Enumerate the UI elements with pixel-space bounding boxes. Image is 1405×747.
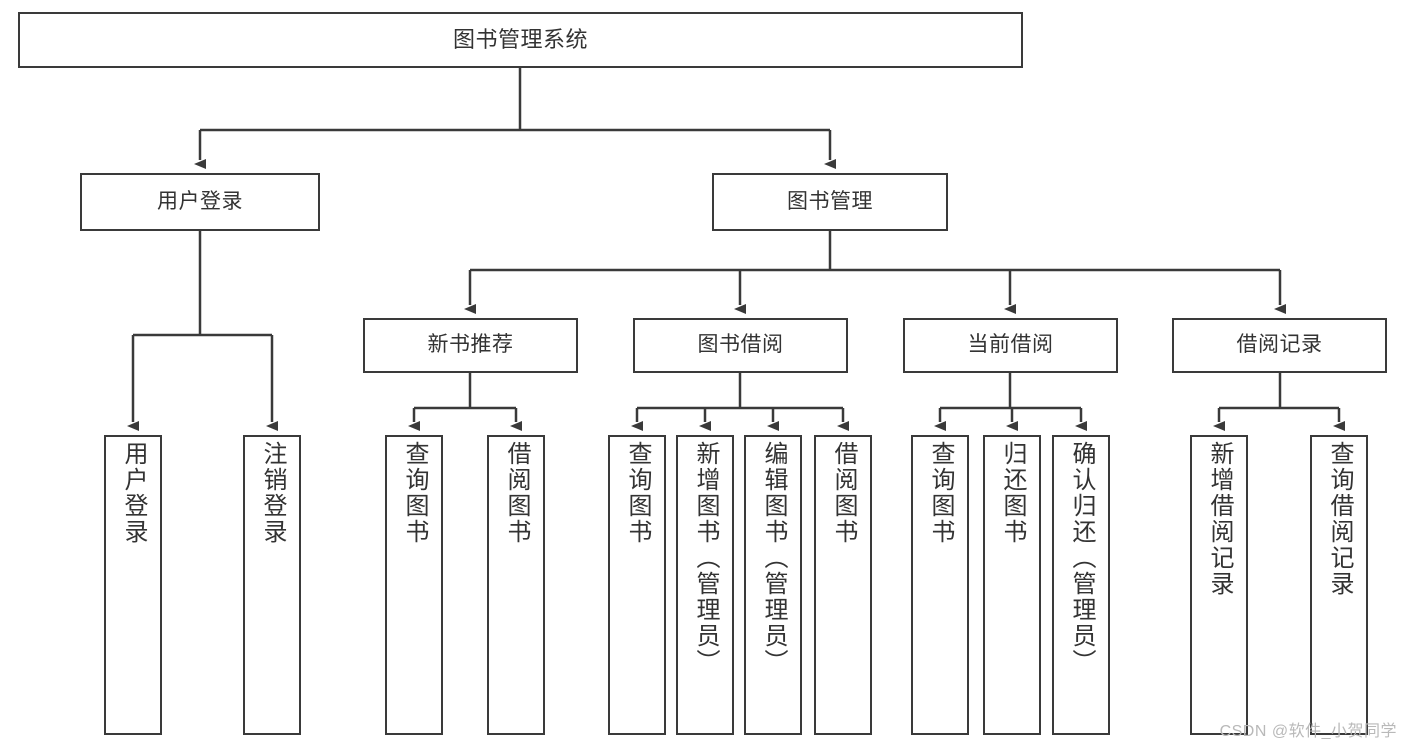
node-user-login-label: 用户登录 — [157, 189, 243, 213]
node-leaf-borrow-book-1-label: 借阅图书 — [503, 441, 530, 545]
node-leaf-user-logout-label: 注销登录 — [259, 441, 286, 545]
node-book-manage[interactable]: 图书管理 — [712, 173, 948, 231]
node-leaf-user-login-label: 用户登录 — [120, 441, 147, 545]
node-book-manage-label: 图书管理 — [787, 189, 873, 213]
node-leaf-edit-book-label: 编辑图书（管理员） — [760, 441, 787, 675]
node-new-book-recommend-label: 新书推荐 — [427, 333, 514, 357]
node-leaf-query-record-label: 查询借阅记录 — [1326, 441, 1353, 597]
node-leaf-query-book-3-label: 查询图书 — [927, 441, 954, 545]
node-leaf-borrow-book-1[interactable]: 借阅图书 — [487, 435, 545, 735]
node-leaf-query-book-2[interactable]: 查询图书 — [608, 435, 666, 735]
node-new-book-recommend[interactable]: 新书推荐 — [363, 318, 578, 373]
node-borrow-record[interactable]: 借阅记录 — [1172, 318, 1387, 373]
node-borrow-record-label: 借阅记录 — [1236, 333, 1323, 357]
node-leaf-borrow-book-2[interactable]: 借阅图书 — [814, 435, 872, 735]
node-book-borrow-label: 图书借阅 — [697, 333, 784, 357]
node-leaf-return-book[interactable]: 归还图书 — [983, 435, 1041, 735]
node-leaf-edit-book[interactable]: 编辑图书（管理员） — [744, 435, 802, 735]
node-root-label: 图书管理系统 — [452, 27, 588, 53]
node-leaf-query-record[interactable]: 查询借阅记录 — [1310, 435, 1368, 735]
node-leaf-user-login[interactable]: 用户登录 — [104, 435, 162, 735]
node-root[interactable]: 图书管理系统 — [18, 12, 1023, 68]
node-leaf-query-book-1-label: 查询图书 — [401, 441, 428, 545]
node-leaf-user-logout[interactable]: 注销登录 — [243, 435, 301, 735]
node-leaf-add-book[interactable]: 新增图书（管理员） — [676, 435, 734, 735]
node-current-borrow-label: 当前借阅 — [967, 333, 1054, 357]
node-leaf-confirm-return-label: 确认归还（管理员） — [1068, 441, 1095, 675]
node-leaf-query-book-3[interactable]: 查询图书 — [911, 435, 969, 735]
node-leaf-query-book-1[interactable]: 查询图书 — [385, 435, 443, 735]
node-leaf-query-book-2-label: 查询图书 — [624, 441, 651, 545]
node-leaf-add-record-label: 新增借阅记录 — [1206, 441, 1233, 597]
node-leaf-return-book-label: 归还图书 — [999, 441, 1026, 545]
watermark: CSDN @软件_小贺同学 — [1219, 723, 1397, 740]
node-leaf-confirm-return[interactable]: 确认归还（管理员） — [1052, 435, 1110, 735]
node-book-borrow[interactable]: 图书借阅 — [633, 318, 848, 373]
node-current-borrow[interactable]: 当前借阅 — [903, 318, 1118, 373]
node-leaf-add-book-label: 新增图书（管理员） — [692, 441, 719, 675]
node-leaf-borrow-book-2-label: 借阅图书 — [830, 441, 857, 545]
node-user-login[interactable]: 用户登录 — [80, 173, 320, 231]
node-leaf-add-record[interactable]: 新增借阅记录 — [1190, 435, 1248, 735]
